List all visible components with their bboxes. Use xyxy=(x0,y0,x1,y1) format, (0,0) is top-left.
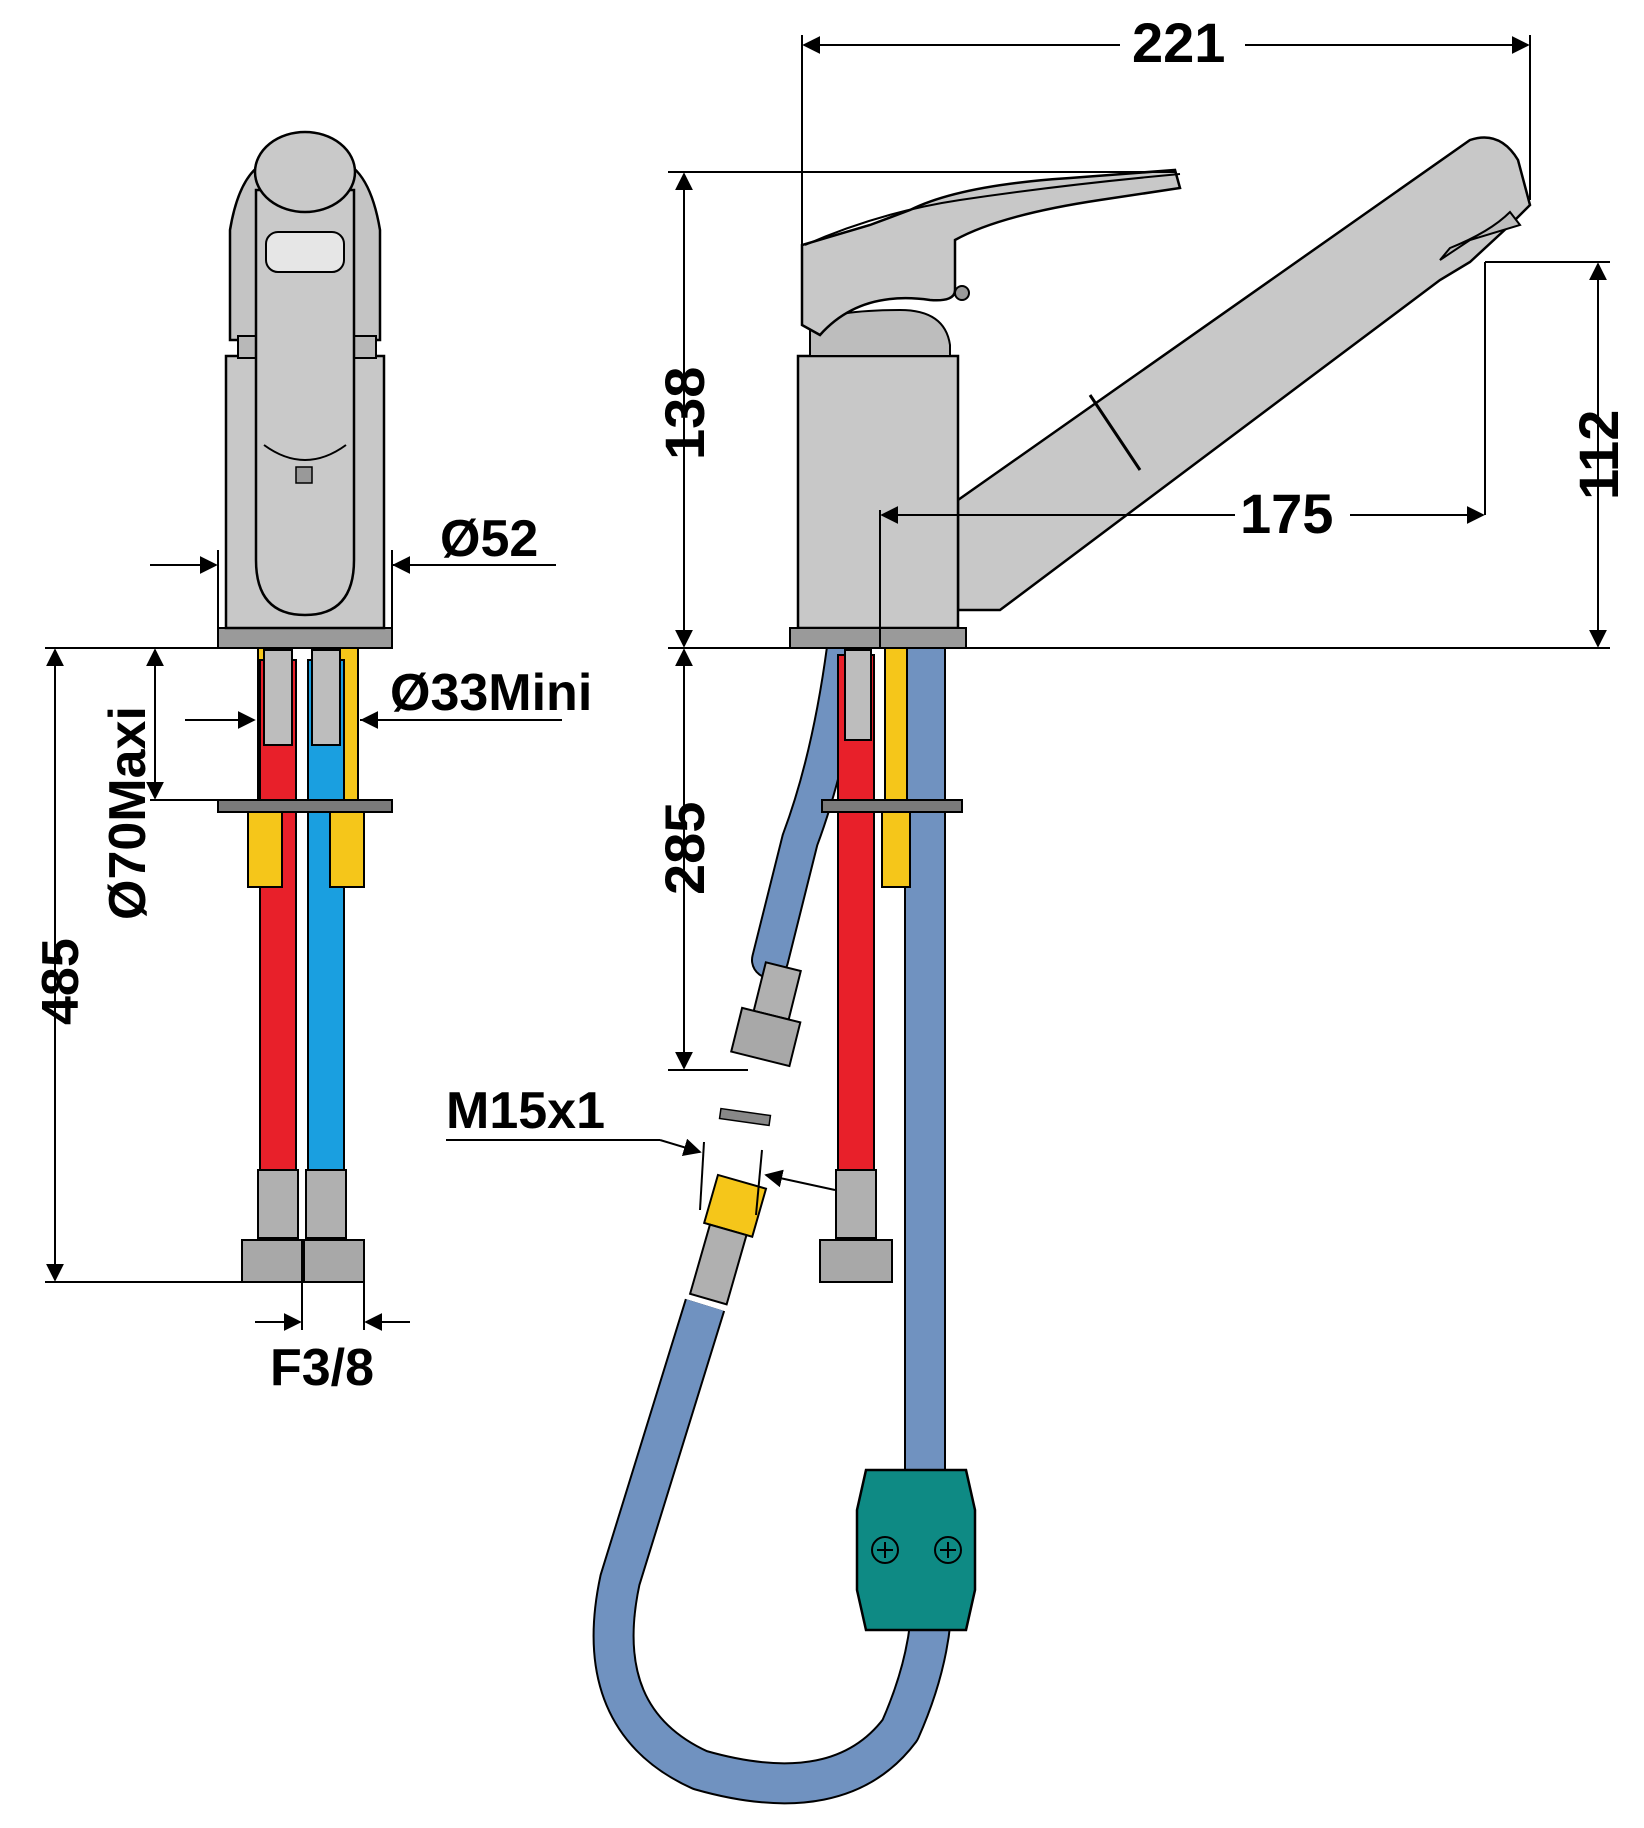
mounting-plate xyxy=(217,799,393,813)
washer xyxy=(718,1107,772,1127)
lever-handle xyxy=(254,188,356,617)
front-view: Ø52 Ø33Mini Ø70Maxi 485 xyxy=(32,130,592,1397)
supply-hoses-front xyxy=(217,645,393,1283)
shower-hose-fitting xyxy=(688,1173,768,1306)
dimension-hole-min: Ø33Mini xyxy=(185,664,592,729)
dimension-hole-max: Ø70Maxi xyxy=(99,647,218,920)
hose-ferrule xyxy=(257,1169,299,1239)
dimension-spout-height: 112 xyxy=(966,261,1630,649)
hose-counterweight xyxy=(855,1468,977,1632)
dimension-shower-hose: 285 xyxy=(653,647,790,1071)
dim-label-total-width: 221 xyxy=(1132,11,1225,74)
lever-indicator xyxy=(265,231,345,273)
spray-head xyxy=(1439,210,1522,261)
side-view: 221 138 175 112 285 xyxy=(446,11,1630,1805)
dim-label-shower-hose: 285 xyxy=(653,802,716,895)
dim-label-hole-min: Ø33Mini xyxy=(390,664,592,722)
faucet-body-front xyxy=(217,130,393,649)
mounting-plate-side xyxy=(821,799,963,813)
dimension-body-height: 138 xyxy=(653,171,1175,649)
dim-label-thread: M15x1 xyxy=(446,1082,605,1140)
faucet-body-side xyxy=(789,136,1532,649)
hose-ferrule xyxy=(305,1169,347,1239)
dimension-spout-reach: 175 xyxy=(879,262,1486,648)
mounting-stud xyxy=(247,811,283,888)
body-cylinder-side xyxy=(796,354,960,630)
dim-label-hose-length: 485 xyxy=(32,938,90,1025)
dim-label-hole-max: Ø70Maxi xyxy=(99,706,157,920)
dimension-base-diameter: Ø52 xyxy=(150,510,556,628)
lever-top xyxy=(253,130,357,214)
connector-nut-side xyxy=(819,1239,893,1283)
dim-label-spout-reach: 175 xyxy=(1240,482,1333,545)
dimension-hose-length: 485 xyxy=(32,647,242,1283)
mounting-stud xyxy=(329,811,365,888)
pull-out-spout xyxy=(956,136,1532,612)
connector-nut xyxy=(241,1239,303,1283)
dimension-total-width: 221 xyxy=(801,11,1531,245)
lever-handle-side xyxy=(800,168,1182,337)
dim-label-base-diameter: Ø52 xyxy=(440,510,538,568)
dim-label-connector: F3/8 xyxy=(270,1339,374,1397)
dimension-thread: M15x1 xyxy=(446,1082,836,1216)
connector-nut xyxy=(303,1239,365,1283)
shower-hose-nut xyxy=(730,961,802,1068)
shower-hose-loop xyxy=(594,648,951,1803)
dim-label-spout-height: 112 xyxy=(1567,410,1630,500)
base-ring-side xyxy=(789,627,967,649)
dim-label-body-height: 138 xyxy=(653,367,716,460)
base-ring xyxy=(217,627,393,649)
dimension-connector: F3/8 xyxy=(255,1282,410,1397)
